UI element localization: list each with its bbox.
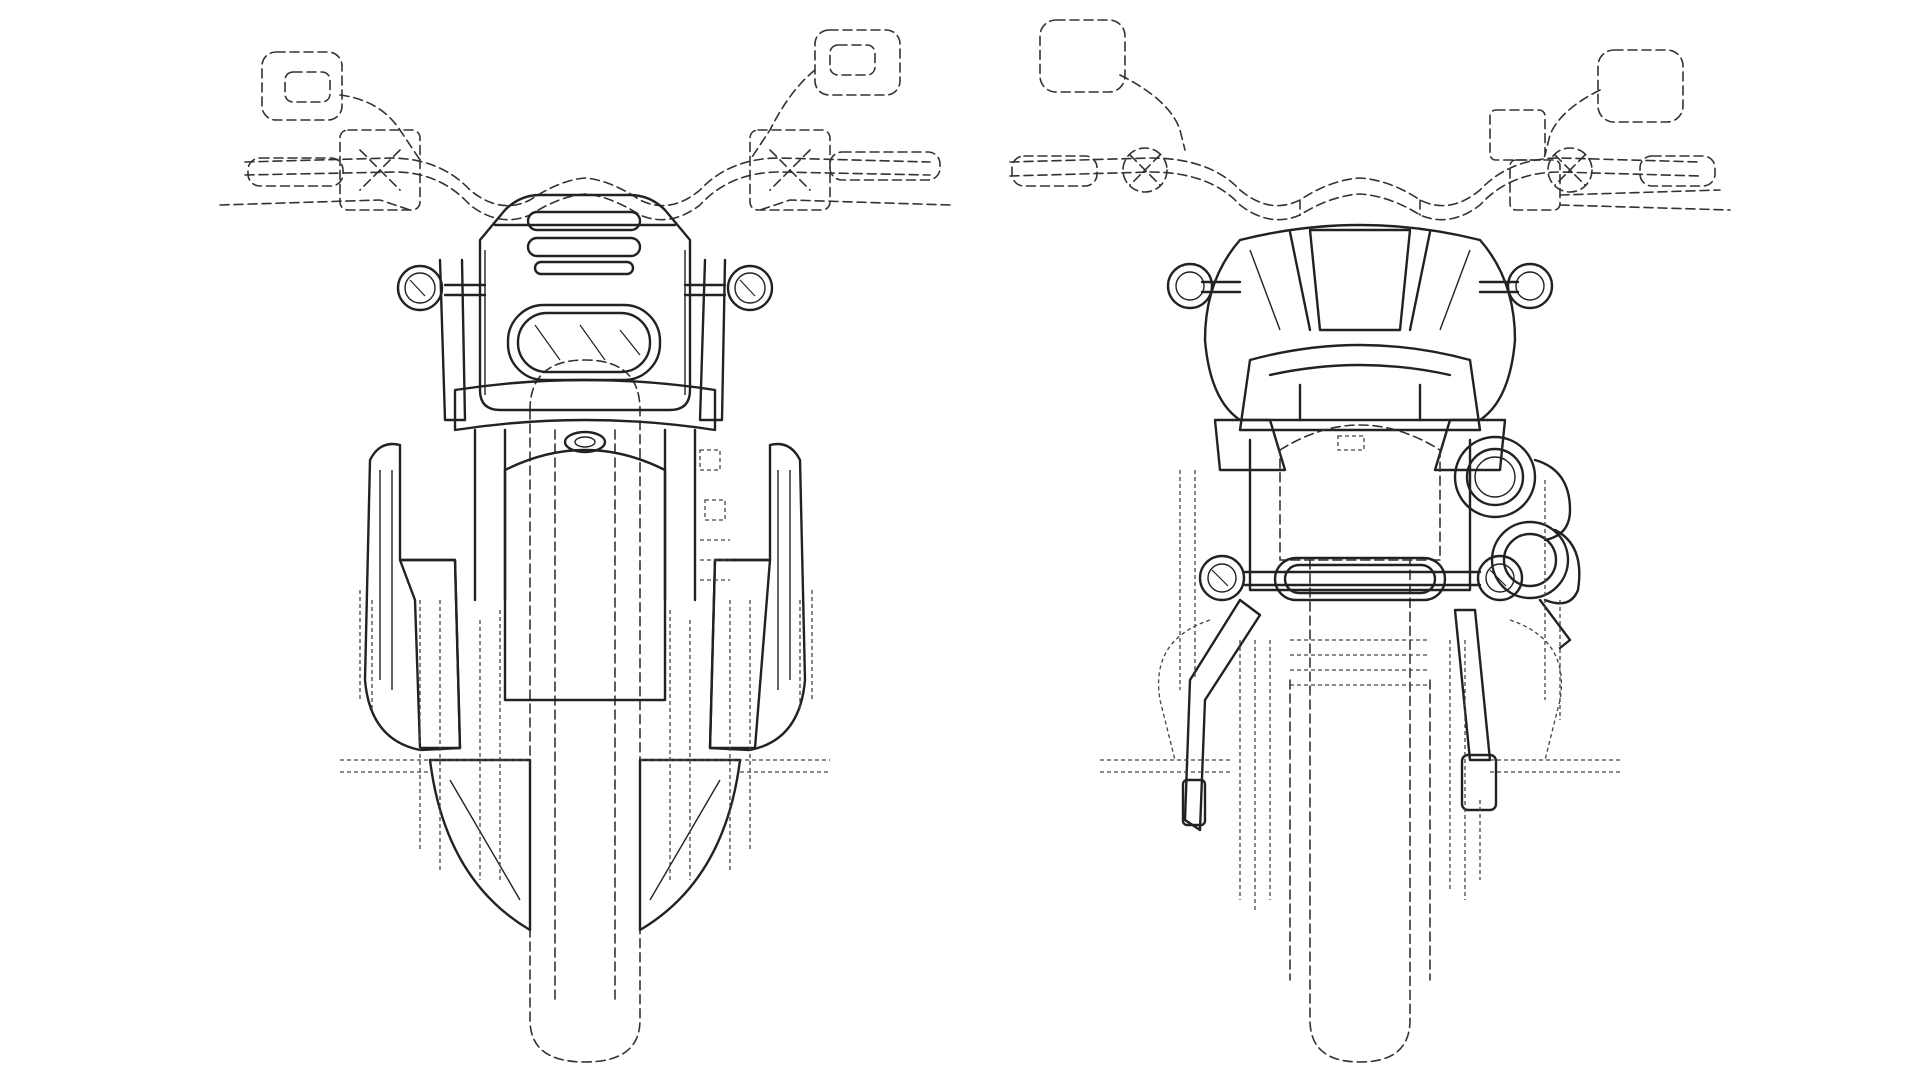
front-mirror-right [749,29,901,161]
rear-view [1009,19,1731,1063]
front-radiator-shroud-right [708,442,807,752]
exhaust-lower [1490,520,1581,650]
front-turn-signal-right [683,264,774,312]
rear-upper-signal-left [1166,262,1242,310]
fuel-tank [1203,223,1517,422]
rear-seat-tail [1213,343,1507,472]
front-tire [529,359,641,1063]
rear-shock-right [1453,608,1498,812]
front-mirror-left [261,51,421,161]
exhaust-upper [1453,435,1572,542]
rear-mirror-left [1039,19,1186,151]
front-handlebar [219,129,951,221]
front-fender [503,448,667,702]
front-view [219,29,951,1063]
rear-fender [1248,424,1472,592]
rear-upper-signal-right [1478,262,1554,310]
rear-handlebar [1009,109,1731,221]
rear-tire [1289,559,1431,1063]
tail-light-bar [1243,556,1482,602]
rear-mirror-right [1544,49,1684,156]
front-radiator-shroud-left [363,442,462,752]
rear-engine-hidden-lines [1100,470,1620,910]
front-forks [438,258,727,602]
rear-lower-signal-left [1198,554,1246,602]
front-engine-hidden-lines [340,449,830,880]
rear-shock-left [1181,598,1262,832]
headlight-nacelle [478,193,692,412]
rear-lower-signal-right [1476,554,1524,602]
front-chin-fairing [428,758,742,932]
